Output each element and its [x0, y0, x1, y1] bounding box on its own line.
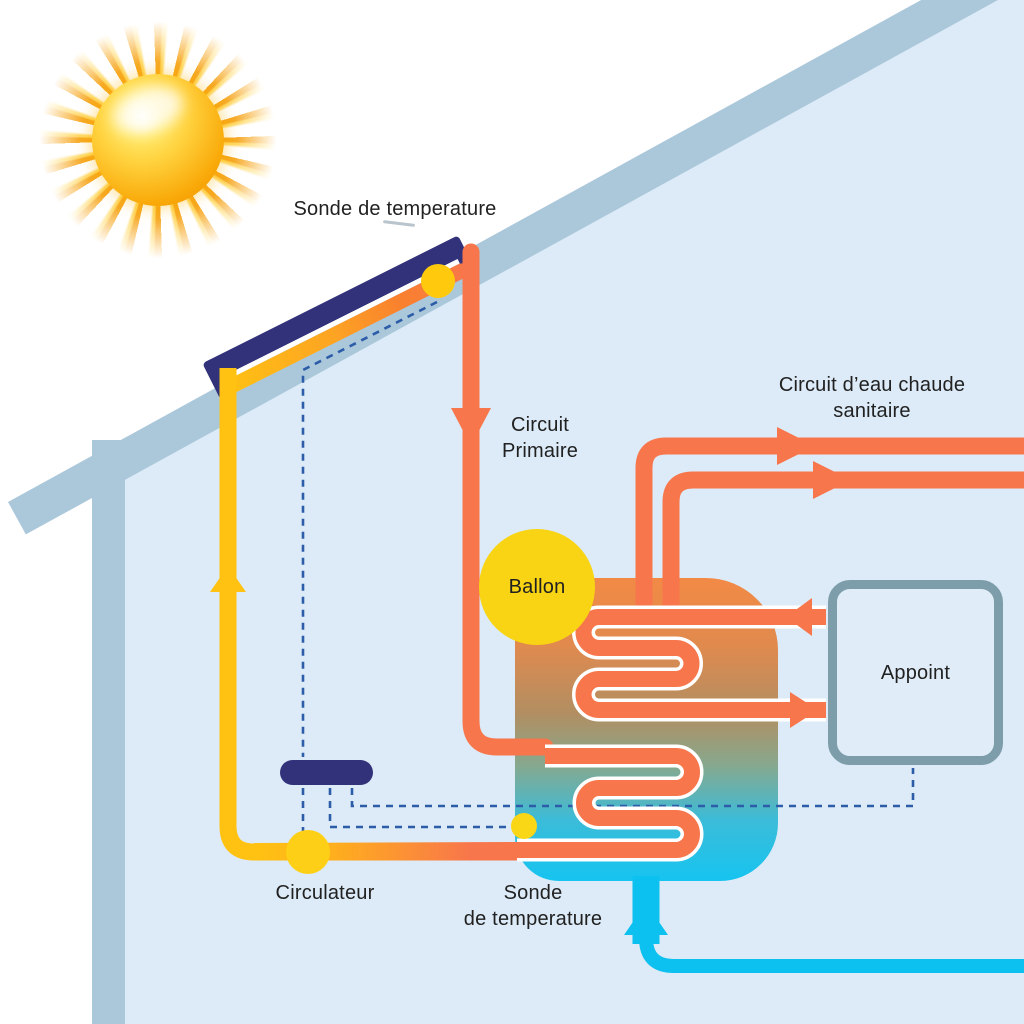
sun-icon — [40, 22, 276, 258]
tank-sensor-label-line2: de temperature — [463, 908, 603, 930]
primary-circuit-label-line2: Primaire — [501, 440, 579, 462]
house-wall — [92, 440, 125, 1024]
tank-sensor-label: Sonde de temperature — [464, 880, 602, 932]
hot-water-circuit-label-line1: Circuit d’eau chaude — [778, 374, 966, 396]
ballon-label: Ballon — [508, 576, 566, 598]
primary-circuit-label: Circuit Primaire — [502, 412, 578, 464]
hot-water-circuit-label: Circuit d’eau chaude sanitaire — [779, 372, 965, 424]
hot-water-circuit-label-line2: sanitaire — [833, 400, 911, 422]
appoint-unit: Appoint — [828, 580, 1003, 765]
primary-circuit-label-line1: Circuit — [510, 414, 570, 436]
ballon-label-bubble: Ballon — [479, 529, 595, 645]
tank-sensor-label-line1: Sonde — [503, 882, 563, 904]
circulator-label: Circulateur — [275, 882, 375, 904]
appoint-label: Appoint — [880, 661, 951, 684]
panel-sensor-label: Sonde de temperature — [293, 198, 497, 220]
